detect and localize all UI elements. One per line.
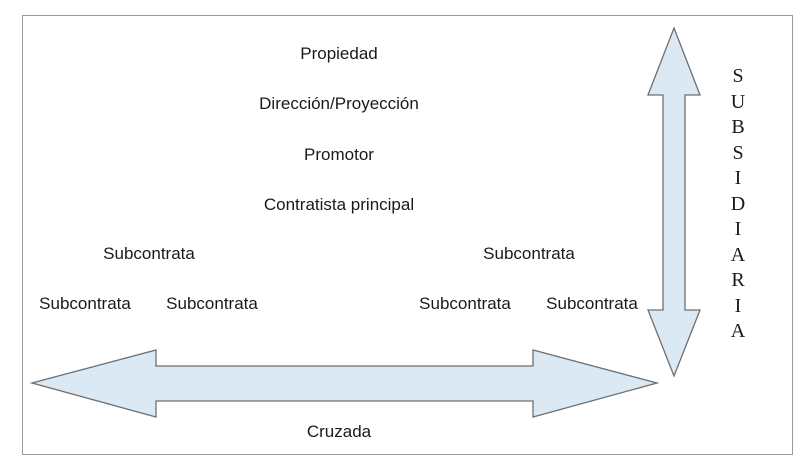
subsidiaria-letter: I (734, 167, 742, 189)
label-promotor: Promotor (304, 145, 374, 164)
subsidiaria-letter: D (730, 192, 746, 215)
subsidiaria-letter: U (730, 90, 746, 113)
label-direccion-proyeccion: Dirección/Proyección (259, 94, 419, 113)
label-subcontrata-left-bottom-1: Subcontrata (39, 294, 131, 313)
label-propiedad: Propiedad (300, 44, 378, 63)
subsidiaria-letter: I (734, 218, 742, 240)
horizontal-double-arrow (29, 349, 660, 418)
label-contratista-principal: Contratista principal (263, 195, 415, 214)
subsidiaria-letter: A (730, 320, 746, 342)
subsidiaria-letter: R (731, 269, 745, 291)
subsidiaria-letter: S (732, 65, 744, 87)
subsidiaria-letter: B (731, 116, 745, 138)
subsidiaria-letter: A (730, 243, 746, 266)
label-subcontrata-right-bottom-2: Subcontrata (546, 294, 638, 313)
subsidiaria-letter: S (732, 141, 744, 164)
label-cruzada: Cruzada (306, 422, 372, 441)
label-subcontrata-left-top: Subcontrata (103, 244, 195, 263)
label-subcontrata-left-bottom-2: Subcontrata (166, 294, 258, 313)
subsidiaria-letter: I (734, 294, 742, 317)
label-subcontrata-right-bottom-1: Subcontrata (419, 294, 511, 313)
label-subcontrata-right-top: Subcontrata (483, 244, 575, 263)
vertical-double-arrow (647, 26, 701, 378)
